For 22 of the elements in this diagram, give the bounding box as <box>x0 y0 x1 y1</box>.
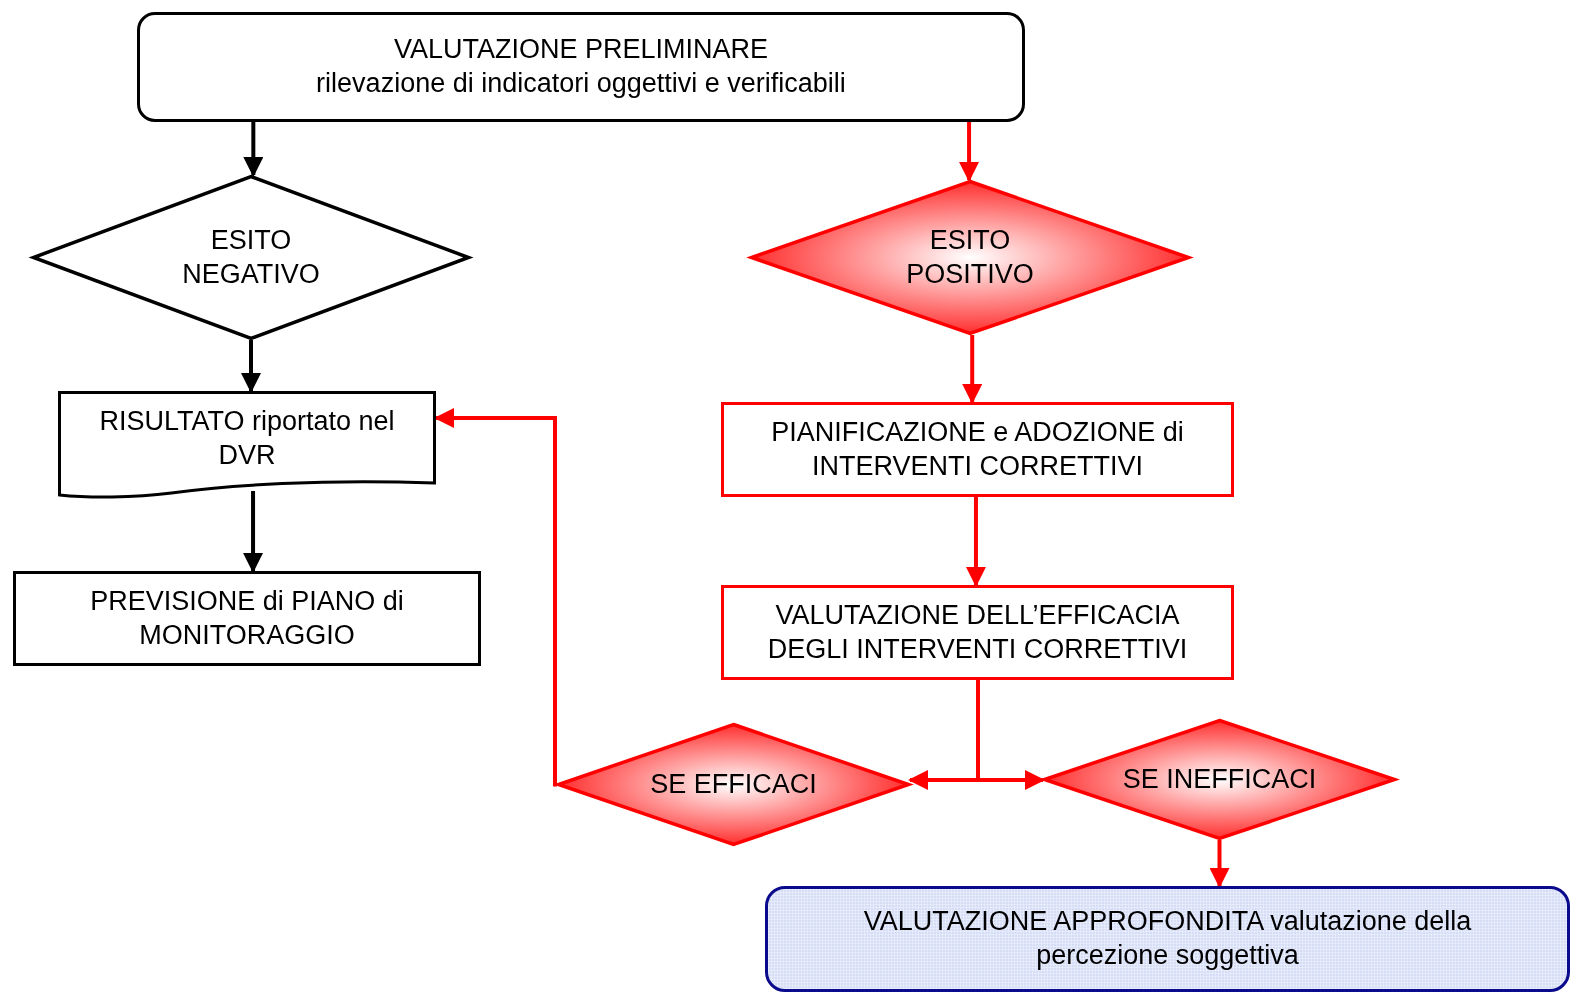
arrow <box>243 122 264 177</box>
arrow <box>959 122 980 182</box>
process-box <box>721 402 1234 497</box>
arrow <box>962 335 983 404</box>
arrow <box>965 497 986 587</box>
process-box <box>13 571 481 666</box>
box-heading: VALUTAZIONE PRELIMINARE <box>393 33 769 67</box>
box-text: PREVISIONE di PIANO di MONITORAGGIO <box>89 584 405 652</box>
box-text: RISULTATO riportato nel DVR <box>98 405 396 472</box>
arrow <box>1209 840 1230 888</box>
process-box <box>721 585 1234 680</box>
box-text: VALUTAZIONE APPROFONDITA valutazione della percezione soggettiva <box>862 905 1473 972</box>
arrow <box>976 680 1045 790</box>
box-text: VALUTAZIONE DELL’EFFICACIA DEGLI INTERVENTI CORRETTIVI <box>766 598 1189 666</box>
process-box <box>137 12 1025 122</box>
process-box <box>765 886 1570 992</box>
arrow <box>434 408 559 787</box>
box-text: rilevazione di indicatori oggettivi e verificabili <box>316 67 846 100</box>
arrow <box>241 340 261 393</box>
arrow <box>243 491 264 573</box>
document-shape <box>58 391 436 501</box>
box-text: PIANIFICAZIONE e ADOZIONE di INTERVENTI CORRETTIVI <box>770 415 1185 483</box>
